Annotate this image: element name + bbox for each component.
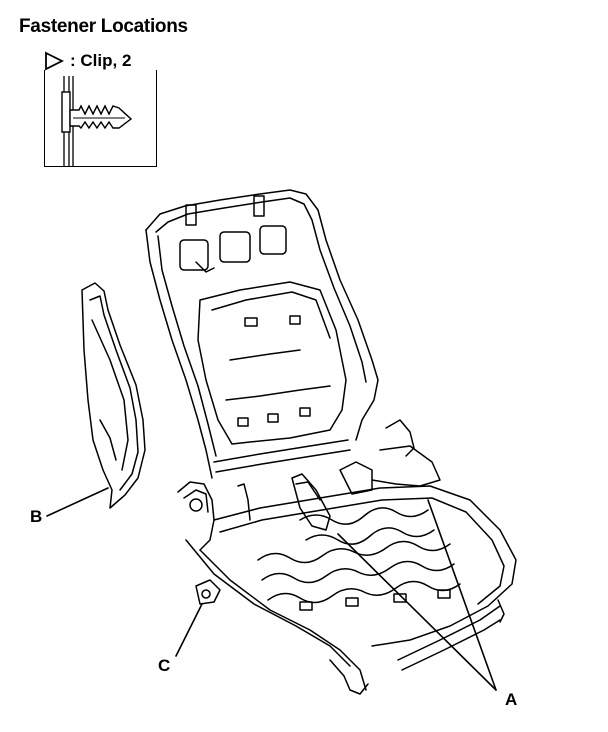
legend-clip: : Clip, 2 [44,50,131,72]
leader-c [175,603,203,657]
side-trim-panel [81,282,146,509]
callout-b: B [30,507,43,526]
clip-icon [61,76,133,166]
callout-a: A [505,690,518,709]
legend-label: : Clip, 2 [70,51,132,70]
seat-back-frame [145,189,379,479]
leader-a-1 [337,533,497,691]
triangle-outline-icon [45,51,64,71]
clip-detail-inset [44,70,157,167]
leader-a-2 [427,499,497,691]
seat-trim-clips [237,419,441,531]
page-title: Fastener Locations [19,16,188,37]
recliner-side [177,481,367,691]
leader-b [46,487,109,517]
callout-c: C [158,656,171,675]
